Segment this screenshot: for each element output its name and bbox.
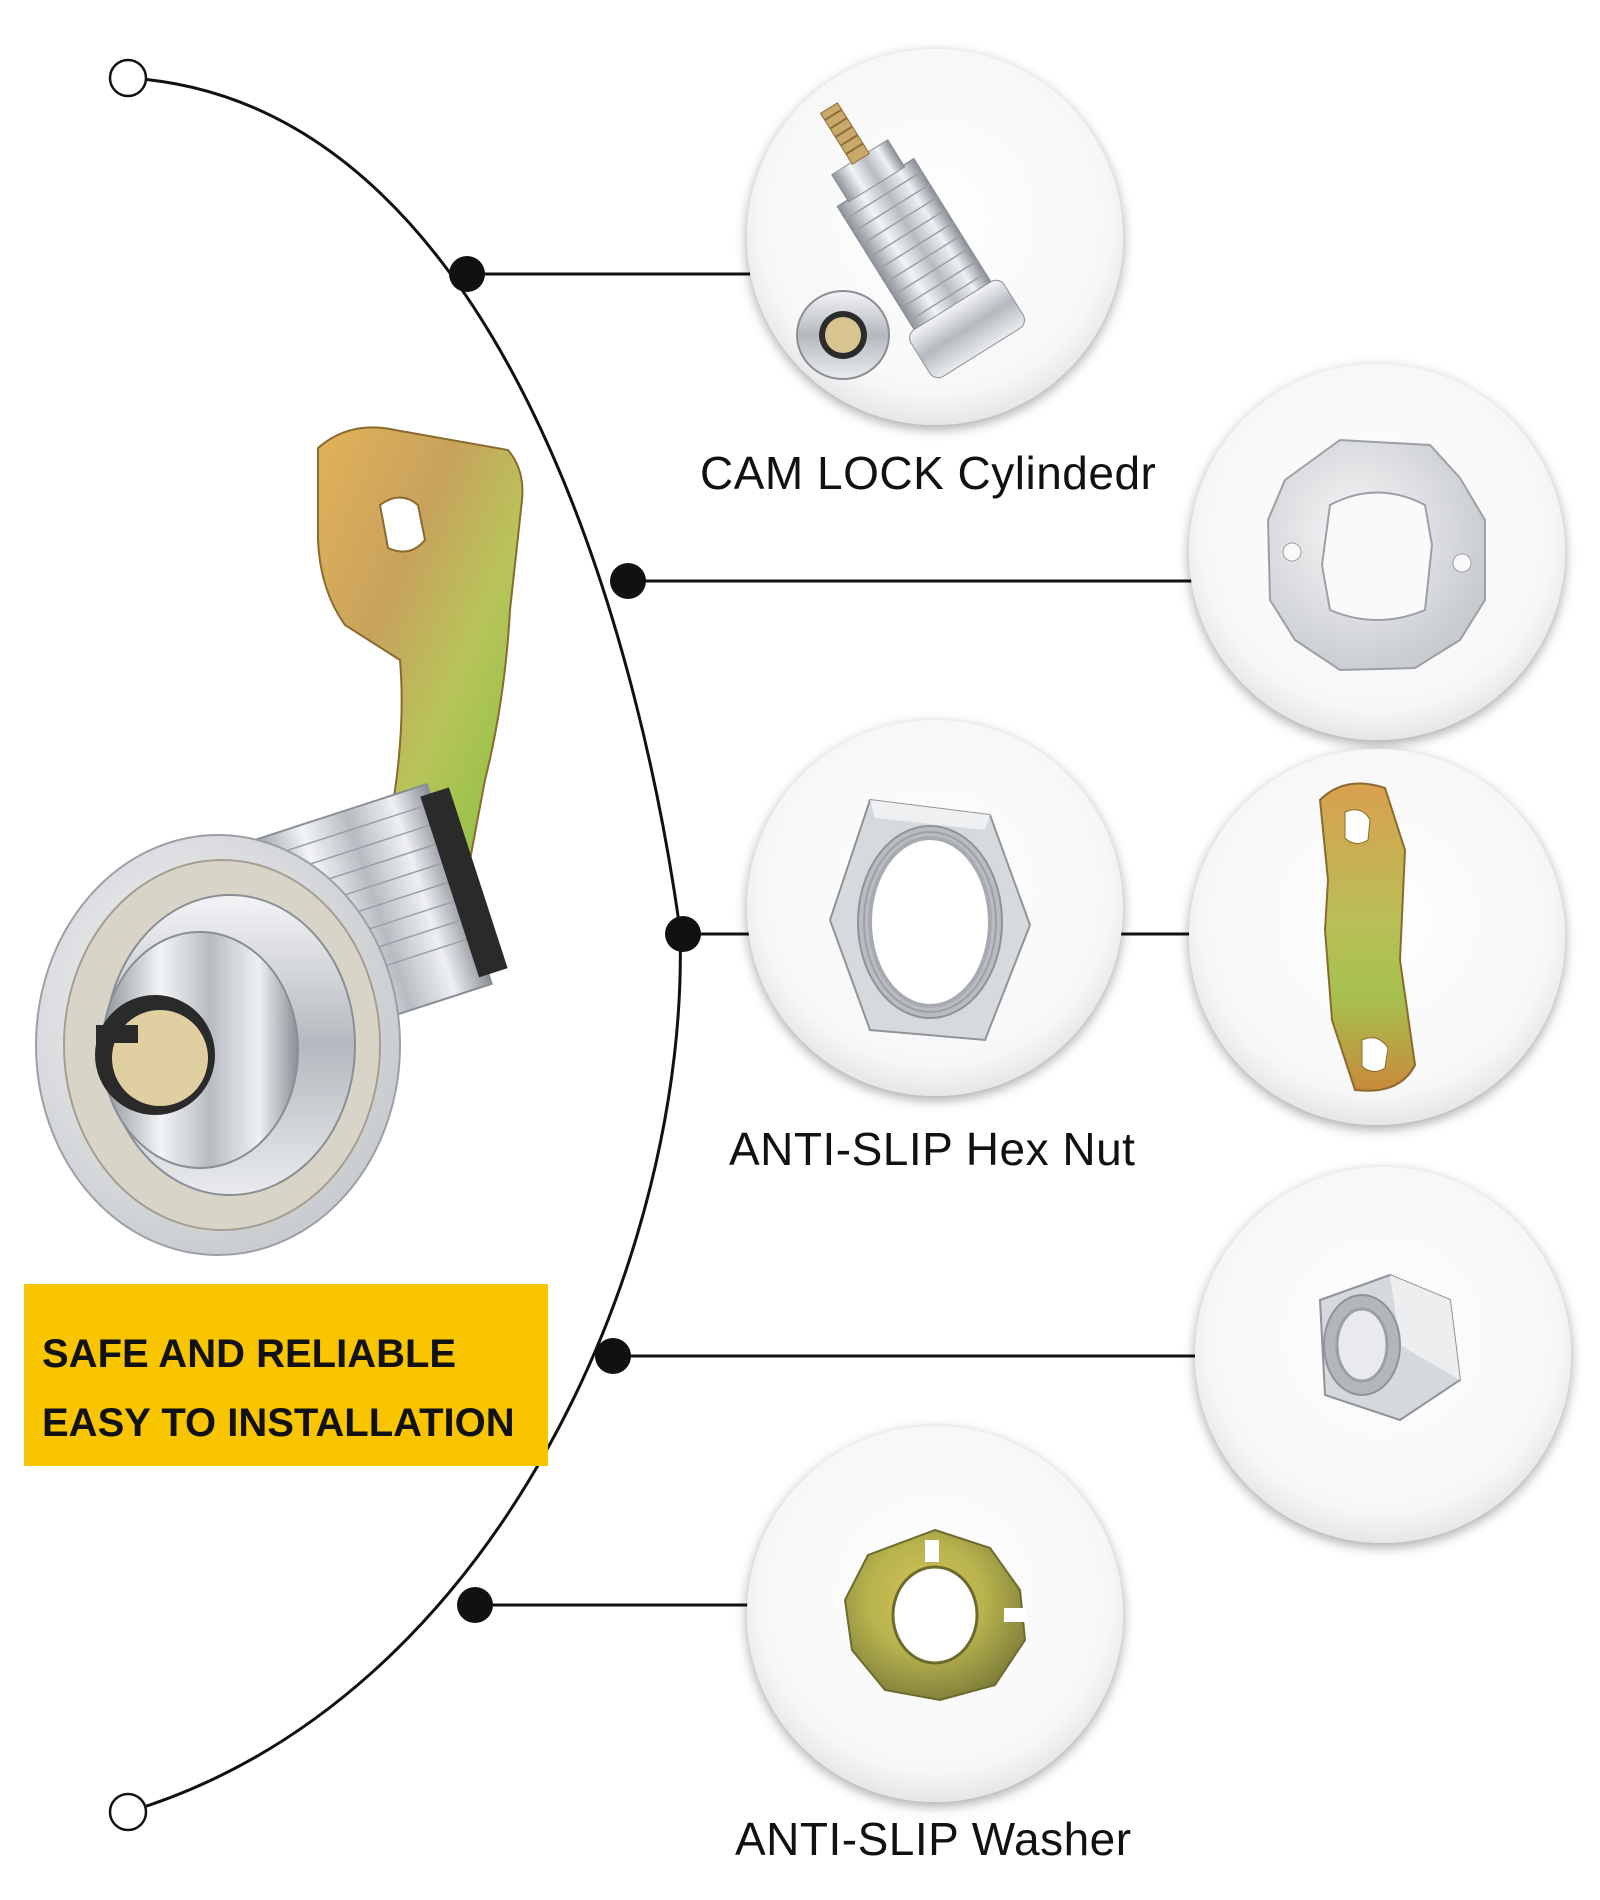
connector-lines <box>467 272 1196 1607</box>
banner-line-1: SAFE AND RELIABLE <box>42 1332 457 1376</box>
lock-cylinder-icon <box>796 102 1025 380</box>
label-washer: ANTI-SLIP Washer <box>735 1813 1132 1865</box>
hex-nut-icon <box>828 798 1032 1042</box>
label-cam-lock-cylinder: CAM LOCK Cylindedr <box>700 447 1157 499</box>
banner-line-2: EASY TO INSTALLATION <box>42 1401 515 1445</box>
arc-end-top <box>108 58 148 98</box>
main-lock-image <box>35 426 524 1256</box>
washer-icon <box>843 1528 1027 1702</box>
plate-icon <box>1266 438 1486 672</box>
feature-banner: SAFE AND RELIABLE EASY TO INSTALLATION <box>24 1284 548 1466</box>
arc-end-bottom <box>108 1792 148 1832</box>
connector-dots <box>449 256 701 1623</box>
lock-nut-icon <box>1318 1273 1462 1422</box>
label-hex-nut: ANTI-SLIP Hex Nut <box>729 1123 1136 1175</box>
cam-lever-icon <box>1318 782 1417 1092</box>
